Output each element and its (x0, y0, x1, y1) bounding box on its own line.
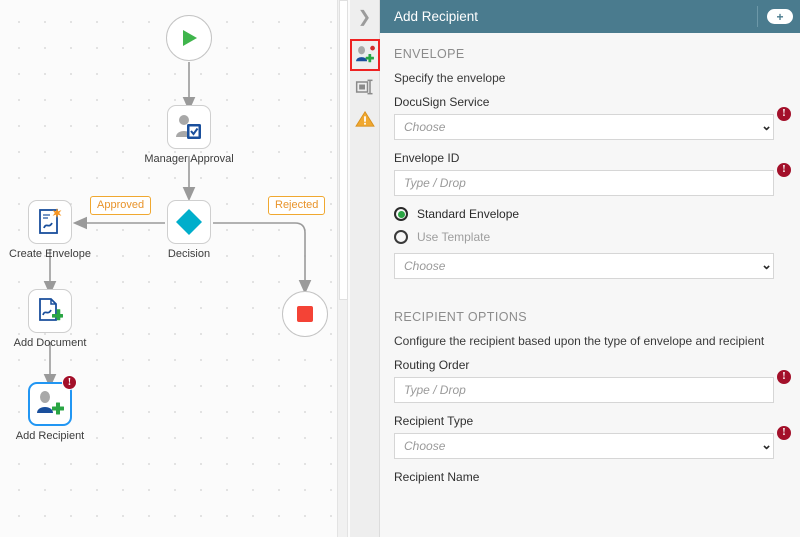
envelope-id-input[interactable]: Type / Drop (394, 170, 774, 196)
recipient-type-label: Recipient Type (394, 414, 474, 428)
routing-order-placeholder: Type / Drop (404, 383, 466, 397)
envelope-id-error-badge: ! (776, 162, 792, 178)
panel-icon-rail (350, 33, 380, 537)
add-recipient-icon (37, 391, 64, 415)
decision-label: Decision (167, 248, 211, 260)
section-spacer (394, 290, 782, 310)
recipient-type-field: Choose ⌄ ! (394, 425, 792, 459)
manager-approval-label: Manager Approval (144, 153, 234, 165)
start-node-shape (166, 15, 212, 61)
radio-dot (397, 210, 405, 218)
envelope-id-label: Envelope ID (394, 151, 460, 165)
end-node[interactable] (282, 291, 328, 337)
properties-form[interactable]: ENVELOPE Specify the envelope DocuSign S… (380, 33, 800, 537)
edge-label-rejected[interactable]: Rejected (268, 196, 326, 215)
decision-node[interactable]: Decision (167, 200, 211, 260)
manager-approval-shape (167, 105, 211, 149)
recipient-type-placeholder: Choose (404, 439, 446, 453)
use-template-radio[interactable] (394, 230, 408, 244)
panel-header: Add Recipient + (380, 0, 800, 33)
plus-icon[interactable]: + (767, 9, 793, 24)
properties-icon (355, 79, 373, 95)
workflow-canvas[interactable]: Manager Approval Decision (0, 0, 350, 537)
recipient-options-section-title: RECIPIENT OPTIONS (394, 310, 527, 324)
page-title: Add Recipient (394, 9, 479, 24)
panel-topbar: ❯ Add Recipient + (350, 0, 800, 33)
routing-order-label: Routing Order (394, 358, 470, 372)
user-task-icon (176, 115, 201, 139)
edge-label-approved[interactable]: Approved (90, 196, 152, 215)
decision-node-shape (167, 200, 211, 244)
create-envelope-node[interactable]: Create Envelope (9, 200, 91, 260)
end-node-shape (282, 291, 328, 337)
add-recipient-label: Add Recipient (15, 430, 85, 442)
chevron-down-icon: ⌄ (761, 437, 772, 452)
decision-diamond-icon (176, 209, 202, 235)
routing-order-input[interactable]: Type / Drop (394, 377, 774, 403)
create-envelope-label: Create Envelope (9, 248, 91, 260)
envelope-section-description: Specify the envelope (394, 71, 506, 85)
recipient-type-select[interactable]: Choose ⌄ (394, 433, 774, 459)
rail-item-warnings[interactable] (350, 103, 380, 135)
warning-triangle-icon (355, 110, 375, 127)
recipient-options-section-description: Configure the recipient based upon the t… (394, 334, 765, 348)
manager-approval-node[interactable]: Manager Approval (144, 105, 234, 165)
use-template-label: Use Template (417, 230, 491, 244)
docusign-service-placeholder: Choose (404, 120, 446, 134)
add-recipient-node[interactable]: ! Add Recipient (16, 375, 84, 442)
start-node[interactable] (166, 15, 212, 61)
docusign-service-select[interactable]: Choose ⌄ (394, 114, 774, 140)
add-document-label: Add Document (13, 337, 87, 349)
standard-envelope-label: Standard Envelope (417, 207, 520, 221)
standard-envelope-radio[interactable] (394, 207, 408, 221)
use-template-radio-row[interactable]: Use Template (394, 230, 782, 244)
create-envelope-icon (39, 208, 62, 234)
envelope-id-field: Type / Drop ! (394, 162, 792, 196)
workflow-edges (43, 62, 312, 389)
rail-item-properties[interactable] (350, 71, 380, 103)
header-divider (757, 6, 758, 27)
properties-panel: ❯ Add Recipient + (350, 0, 800, 537)
add-recipient-shape (28, 382, 72, 426)
template-select[interactable]: Choose ⌄ (394, 253, 774, 279)
standard-envelope-radio-row[interactable]: Standard Envelope (394, 207, 782, 221)
envelope-section-title: ENVELOPE (394, 47, 465, 61)
routing-order-error-badge: ! (776, 369, 792, 385)
chevron-right-icon[interactable]: ❯ (350, 0, 380, 33)
recipient-name-label: Recipient Name (394, 470, 480, 484)
canvas-vertical-scrollbar[interactable] (337, 0, 348, 537)
add-document-shape (28, 289, 72, 333)
chevron-down-icon: ⌄ (761, 257, 772, 272)
rail-item-add-recipient[interactable] (350, 39, 380, 71)
template-select-field: Choose ⌄ (394, 253, 782, 279)
add-document-node[interactable]: Add Document (14, 289, 86, 349)
chevron-down-icon: ⌄ (761, 118, 772, 133)
add-document-icon (39, 298, 63, 321)
routing-order-field: Type / Drop ! (394, 369, 792, 403)
canvas-scrollbar-thumb[interactable] (339, 0, 348, 300)
panel-body: ENVELOPE Specify the envelope DocuSign S… (350, 33, 800, 537)
add-recipient-error-badge: ! (62, 375, 77, 390)
play-icon (183, 30, 197, 46)
create-envelope-shape (28, 200, 72, 244)
add-recipient-icon (356, 45, 375, 63)
recipient-type-error-badge: ! (776, 425, 792, 441)
docusign-service-error-badge: ! (776, 106, 792, 122)
stop-icon (297, 306, 313, 322)
docusign-service-label: DocuSign Service (394, 95, 490, 109)
envelope-id-placeholder: Type / Drop (404, 176, 466, 190)
template-select-placeholder: Choose (404, 259, 446, 273)
docusign-service-field: Choose ⌄ ! (394, 106, 792, 140)
